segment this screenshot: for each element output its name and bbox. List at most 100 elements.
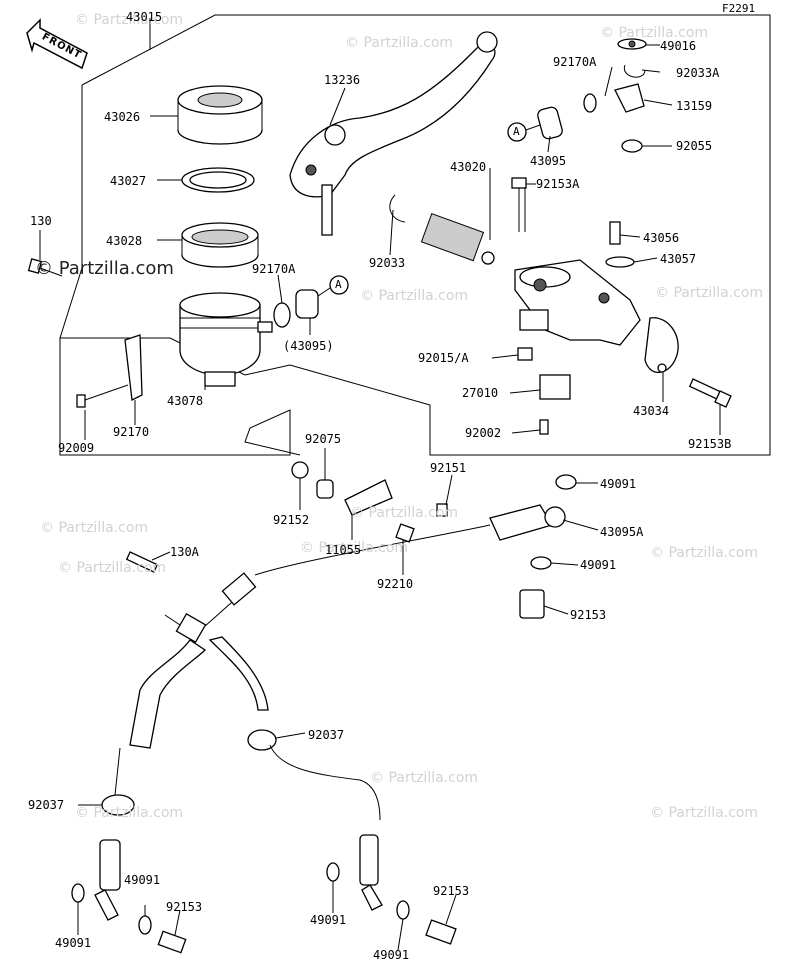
screw-92009	[76, 394, 86, 408]
callout-label: 13236	[324, 73, 361, 87]
clamp-92170a-left	[273, 302, 291, 328]
banjo-hose-43095a	[489, 504, 553, 541]
watermark: © Partzilla.com	[75, 12, 184, 28]
bolt-130	[27, 258, 43, 274]
hose-lower-right	[359, 834, 379, 886]
ref-circle-a-right	[507, 122, 527, 142]
watermark-main: © Partzilla.com	[35, 258, 174, 279]
callout-label: 13159	[676, 99, 713, 113]
callout-label: 43028	[106, 234, 143, 248]
callout-label: 43034	[633, 404, 670, 418]
callout-label: 27010	[462, 386, 499, 400]
figure-code: F2291	[722, 2, 756, 15]
lever-adjuster	[324, 124, 346, 146]
watermark: © Partzilla.com	[75, 805, 184, 821]
body-lower-lug	[519, 309, 549, 331]
reservoir-outlet	[204, 371, 236, 387]
seal-92055	[621, 139, 643, 153]
circlip-92033	[389, 194, 406, 223]
callout-label: 92009	[58, 441, 95, 455]
watermark: © Partzilla.com	[345, 35, 454, 51]
washer-49091-lr	[326, 862, 340, 882]
lever-blade	[321, 184, 333, 236]
hose-fitting-130a-side	[221, 572, 257, 606]
lever-ball-end	[476, 31, 498, 53]
ref-mark-a: A	[335, 278, 342, 291]
screw-92151	[436, 503, 448, 517]
watermark: © Partzilla.com	[600, 25, 709, 41]
washer-49091-top	[555, 474, 577, 490]
washer-49091-lm	[138, 915, 152, 935]
ref-circle-a-left	[329, 275, 349, 295]
callout-label: 43095	[530, 154, 567, 168]
callout-label: 49091	[124, 873, 161, 887]
bleeder-43056	[609, 221, 621, 245]
callout-label: 92153	[570, 608, 607, 622]
watermark: © Partzilla.com	[650, 805, 759, 821]
brake-hose-upper	[254, 524, 491, 576]
washer-49091-mid	[530, 556, 552, 570]
callout-label: 43027	[110, 174, 147, 188]
callout-label: 92153A	[536, 177, 580, 191]
washer-49091-ll	[71, 883, 85, 903]
watermark: © Partzilla.com	[360, 288, 469, 304]
callout-label: 92152	[273, 513, 310, 527]
collar-92152	[291, 461, 309, 479]
watermark: © Partzilla.com	[58, 560, 167, 576]
callout-label: 92015/A	[418, 351, 469, 365]
clamp-43034	[644, 317, 679, 374]
callout-label: 92153	[166, 900, 203, 914]
hose-fitting-13159	[614, 83, 645, 113]
callout-label: 92002	[465, 426, 502, 440]
front-direction-tag: FRONT	[22, 18, 92, 78]
brake-lever	[289, 43, 496, 198]
bushing-92075	[316, 479, 334, 499]
bolt-92153-lr	[425, 919, 457, 945]
reservoir-top	[179, 292, 261, 318]
callout-label: (43095)	[283, 339, 334, 353]
callout-label: 92037	[28, 798, 65, 812]
callout-label: 49091	[373, 948, 410, 962]
watermark: © Partzilla.com	[350, 505, 459, 521]
callout-label: 92033	[369, 256, 406, 270]
watermark: © Partzilla.com	[300, 540, 409, 556]
hose-right-branch	[208, 636, 269, 711]
hose-splitter	[175, 612, 207, 644]
nut-92210	[395, 523, 415, 543]
bolt-92153-mid	[519, 589, 545, 619]
callout-label: 92170A	[252, 262, 296, 276]
piston-assembly	[420, 213, 485, 262]
bolt-92153b	[688, 378, 722, 400]
callout-label: 49016	[660, 39, 697, 53]
washer-49091-lrr	[396, 900, 410, 920]
cap-43057	[605, 256, 635, 268]
bolt-92153-ll	[157, 930, 187, 954]
bracket-11055	[344, 479, 393, 516]
callout-label: 43057	[660, 252, 697, 266]
callout-label: 92210	[377, 577, 414, 591]
circlip-92033a	[623, 64, 646, 78]
screw-92002	[539, 419, 549, 435]
lever-pivot	[305, 164, 317, 176]
callout-label: 43056	[643, 231, 680, 245]
callout-label: 92055	[676, 139, 713, 153]
hose-lower-right-line	[269, 744, 381, 821]
callout-label: 92170A	[553, 55, 597, 69]
watermark: © Partzilla.com	[650, 545, 759, 561]
callout-label: 92037	[308, 728, 345, 742]
brake-switch	[539, 374, 571, 400]
hose-left-branch	[129, 639, 207, 749]
callout-label: 92153B	[688, 437, 732, 451]
callout-label: 92075	[305, 432, 342, 446]
callout-label: 43020	[450, 160, 487, 174]
watermark: © Partzilla.com	[370, 770, 479, 786]
watermark: © Partzilla.com	[655, 285, 764, 301]
hose-lower-left	[99, 839, 121, 891]
callout-label: 11055	[325, 543, 362, 557]
callout-label: 43078	[167, 394, 204, 408]
callout-label: 92033A	[676, 66, 720, 80]
nut-92015	[517, 347, 533, 361]
callout-label: 92153	[433, 884, 470, 898]
